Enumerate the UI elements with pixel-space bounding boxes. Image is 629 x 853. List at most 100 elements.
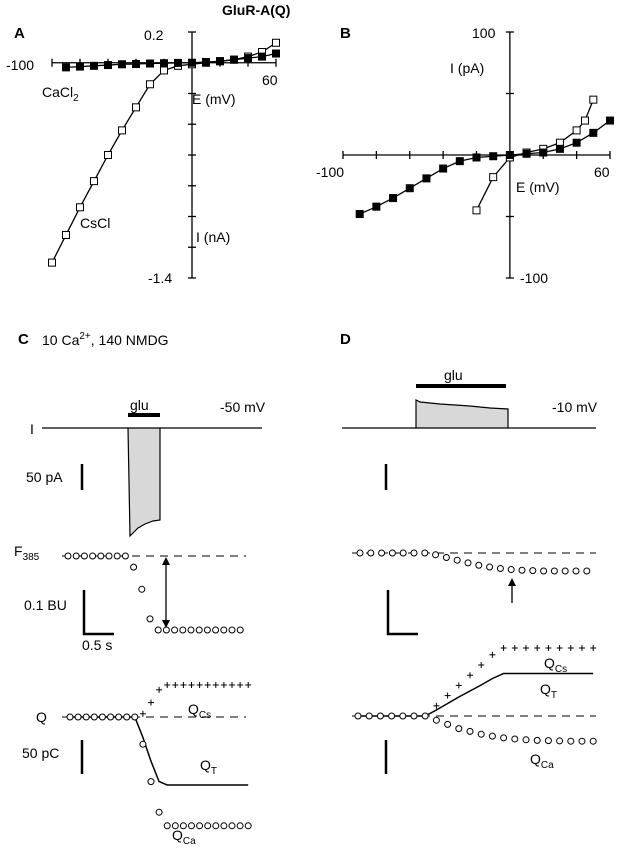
data-point bbox=[472, 153, 481, 162]
b-xtick-min: -100 bbox=[316, 164, 344, 180]
data-point bbox=[146, 59, 154, 68]
q-point bbox=[155, 808, 163, 816]
data-point bbox=[555, 144, 564, 153]
fluor-point bbox=[486, 563, 494, 571]
q-point bbox=[82, 713, 90, 721]
data-point bbox=[160, 59, 168, 68]
series-line-1 bbox=[65, 52, 277, 69]
a-xlabel: E (mV) bbox=[192, 91, 236, 107]
fluor-point bbox=[561, 567, 569, 575]
d-qca-label: QCa bbox=[530, 751, 554, 771]
fluor-point bbox=[146, 615, 154, 623]
q-point bbox=[567, 737, 575, 745]
b-ytick-max: 100 bbox=[472, 25, 496, 41]
q-point bbox=[196, 682, 203, 688]
q-point bbox=[567, 645, 574, 651]
data-point bbox=[272, 49, 280, 58]
q-point bbox=[455, 682, 462, 689]
q-point bbox=[244, 822, 252, 830]
data-point bbox=[405, 184, 414, 193]
q-point bbox=[477, 730, 485, 738]
q-point bbox=[444, 720, 452, 728]
fluor-point bbox=[80, 552, 88, 560]
q-point bbox=[556, 645, 563, 651]
fluor-point bbox=[356, 549, 364, 557]
fluor-point bbox=[367, 549, 375, 557]
q-point bbox=[523, 645, 529, 651]
data-point bbox=[389, 194, 398, 203]
c-scale-charge: 50 pC bbox=[22, 745, 59, 761]
data-point bbox=[355, 210, 364, 219]
panel-d-traces: glu -10 mV QCs QT QCa bbox=[342, 367, 598, 774]
q-point bbox=[467, 672, 473, 679]
fluor-point bbox=[453, 556, 461, 564]
q-point bbox=[156, 686, 163, 693]
q-point bbox=[511, 645, 518, 651]
data-point bbox=[174, 58, 182, 67]
q-point bbox=[376, 712, 384, 720]
fluor-point bbox=[97, 552, 105, 560]
d-stimulus-label: glu bbox=[444, 367, 463, 383]
data-point bbox=[118, 60, 126, 69]
q-point bbox=[139, 740, 147, 748]
fluor-point bbox=[89, 552, 97, 560]
c-scale-time: 0.5 s bbox=[82, 637, 112, 653]
c-holding: -50 mV bbox=[220, 399, 266, 415]
q-point bbox=[245, 682, 252, 688]
q-point bbox=[180, 682, 187, 688]
data-point bbox=[146, 80, 154, 89]
q-point bbox=[421, 712, 429, 720]
fluor-point bbox=[212, 626, 220, 634]
q-point bbox=[466, 727, 474, 735]
data-point bbox=[76, 62, 84, 71]
q-point bbox=[534, 645, 541, 651]
q-point bbox=[488, 732, 496, 740]
q-point bbox=[399, 712, 407, 720]
data-point bbox=[216, 57, 224, 66]
c-stimulus-label: glu bbox=[130, 397, 149, 413]
q-point bbox=[590, 645, 597, 651]
q-point bbox=[220, 682, 227, 688]
panel-label-c: C bbox=[18, 331, 29, 348]
data-point bbox=[90, 177, 98, 186]
fluor-point bbox=[162, 626, 170, 634]
qt-line bbox=[358, 672, 594, 717]
a-xtick-max: 60 bbox=[262, 72, 278, 88]
fluor-point bbox=[378, 549, 386, 557]
fluor-point bbox=[399, 549, 407, 557]
panel-b-chart: 100 -100 -100 60 E (mV) I (pA) bbox=[316, 25, 614, 286]
fluor-point bbox=[113, 552, 121, 560]
fluor-point bbox=[507, 566, 515, 574]
q-point bbox=[123, 713, 131, 721]
figure-title: GluR-A(Q) bbox=[222, 2, 290, 18]
data-point bbox=[489, 173, 498, 182]
fluor-point bbox=[550, 567, 558, 575]
q-point bbox=[115, 713, 123, 721]
data-point bbox=[244, 54, 252, 63]
c-current-label: I bbox=[30, 421, 34, 437]
q-point bbox=[131, 713, 139, 721]
q-point bbox=[172, 682, 179, 688]
fluor-point bbox=[540, 567, 548, 575]
q-point bbox=[500, 734, 508, 742]
fluor-arrow-head-up bbox=[162, 557, 170, 565]
data-point bbox=[572, 138, 581, 147]
q-point bbox=[98, 713, 106, 721]
fluor-point bbox=[442, 554, 450, 561]
q-point bbox=[511, 735, 519, 743]
q-point bbox=[533, 736, 541, 744]
q-point bbox=[478, 662, 485, 668]
data-point bbox=[188, 58, 196, 67]
fluor-point bbox=[203, 626, 211, 634]
q-point bbox=[236, 822, 244, 830]
data-point bbox=[505, 151, 514, 159]
q-point bbox=[589, 737, 597, 745]
panel-a-chart: -100 60 0.2 -1.4 E (mV) I (nA) CaCl2 CsC… bbox=[6, 27, 280, 286]
a-ytick-max: 0.2 bbox=[144, 27, 164, 43]
q-point bbox=[432, 716, 440, 724]
fluor-point bbox=[529, 567, 537, 575]
q-point bbox=[196, 822, 204, 830]
qt-line bbox=[70, 716, 249, 786]
fluor-point bbox=[121, 552, 129, 560]
b-xlabel: E (mV) bbox=[516, 179, 560, 195]
